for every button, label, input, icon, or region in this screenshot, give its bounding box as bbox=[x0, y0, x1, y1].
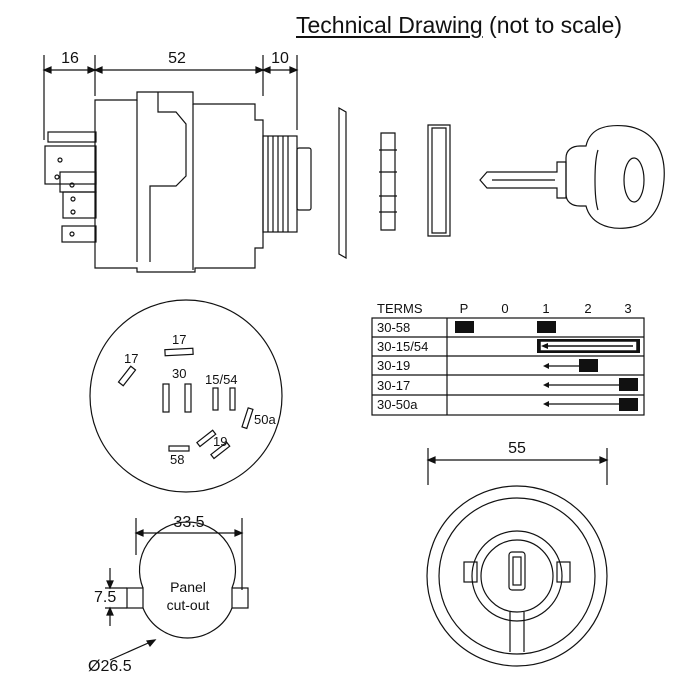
cutout-label-line-2: cut-out bbox=[166, 597, 210, 613]
table-row-30-19: 30-19 bbox=[377, 358, 411, 373]
pin-label-19: 19 bbox=[213, 434, 228, 449]
table-header-p: P bbox=[459, 301, 469, 316]
table-header-2: 2 bbox=[584, 301, 592, 316]
ignition-key bbox=[479, 124, 665, 229]
terms-table-grid bbox=[371, 317, 645, 416]
bezel-cover bbox=[427, 124, 451, 237]
pin-label-17-left: 17 bbox=[124, 351, 139, 366]
pin-label-58: 58 bbox=[170, 452, 185, 467]
table-row-30-17: 30-17 bbox=[377, 378, 411, 393]
side-view-dimensions bbox=[42, 55, 299, 140]
cutout-width-label: 33.5 bbox=[173, 514, 205, 531]
cutout-label-line-1: Panel bbox=[170, 579, 206, 595]
dim-left-label: 16 bbox=[61, 50, 79, 67]
pin-layout bbox=[89, 299, 283, 493]
pin-label-50a: 50a bbox=[254, 412, 276, 427]
panel-plate bbox=[338, 106, 347, 260]
terms-table-arrows bbox=[540, 341, 637, 405]
table-row-30-50a: 30-50a bbox=[377, 397, 418, 412]
table-header-terms: TERMS bbox=[377, 301, 423, 316]
cutout-center-label: Panel cut-out bbox=[143, 578, 233, 614]
table-row-30-15-54: 30-15/54 bbox=[377, 339, 429, 354]
table-header-0: 0 bbox=[501, 301, 509, 316]
drawing-title: Technical Drawing (not to scale) bbox=[296, 12, 622, 39]
retaining-nut bbox=[379, 132, 397, 231]
dim-right-label: 10 bbox=[271, 50, 289, 67]
switch-side-view bbox=[44, 91, 312, 273]
drawing-title-main: Technical Drawing bbox=[296, 12, 483, 38]
pin-label-30: 30 bbox=[172, 366, 187, 381]
front-width-label: 55 bbox=[508, 440, 526, 457]
pin-label-15-54: 15/54 bbox=[205, 372, 238, 387]
drawing-title-note: (not to scale) bbox=[489, 12, 622, 38]
pin-label-17-top: 17 bbox=[172, 332, 187, 347]
cutout-diameter-label: Ø26.5 bbox=[88, 658, 132, 675]
table-header-1: 1 bbox=[542, 301, 550, 316]
cutout-tab-label: 7.5 bbox=[94, 589, 117, 606]
table-row-30-58: 30-58 bbox=[377, 320, 411, 335]
dim-body-label: 52 bbox=[168, 50, 186, 67]
table-header-3: 3 bbox=[624, 301, 632, 316]
terms-table-marks bbox=[455, 321, 640, 411]
front-view-drawing bbox=[426, 448, 609, 667]
panel-cutout-drawing bbox=[105, 518, 249, 661]
